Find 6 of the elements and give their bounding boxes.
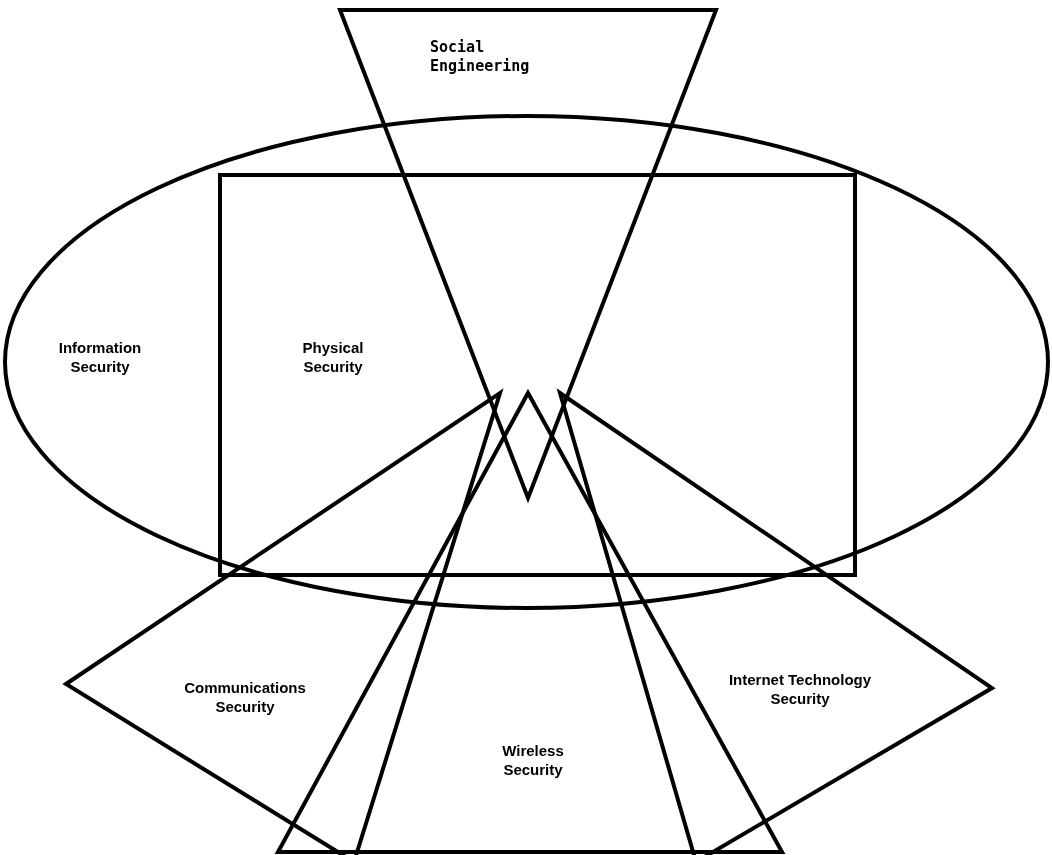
shape-label: Information Security [57, 338, 143, 376]
shape-label: Social Engineering [430, 38, 531, 76]
shape-label: Physical Security [301, 338, 365, 376]
shape-label: Internet Technology Security [727, 670, 873, 708]
shape-label: Communications Security [183, 678, 307, 716]
shape-label: Wireless Security [501, 741, 565, 779]
